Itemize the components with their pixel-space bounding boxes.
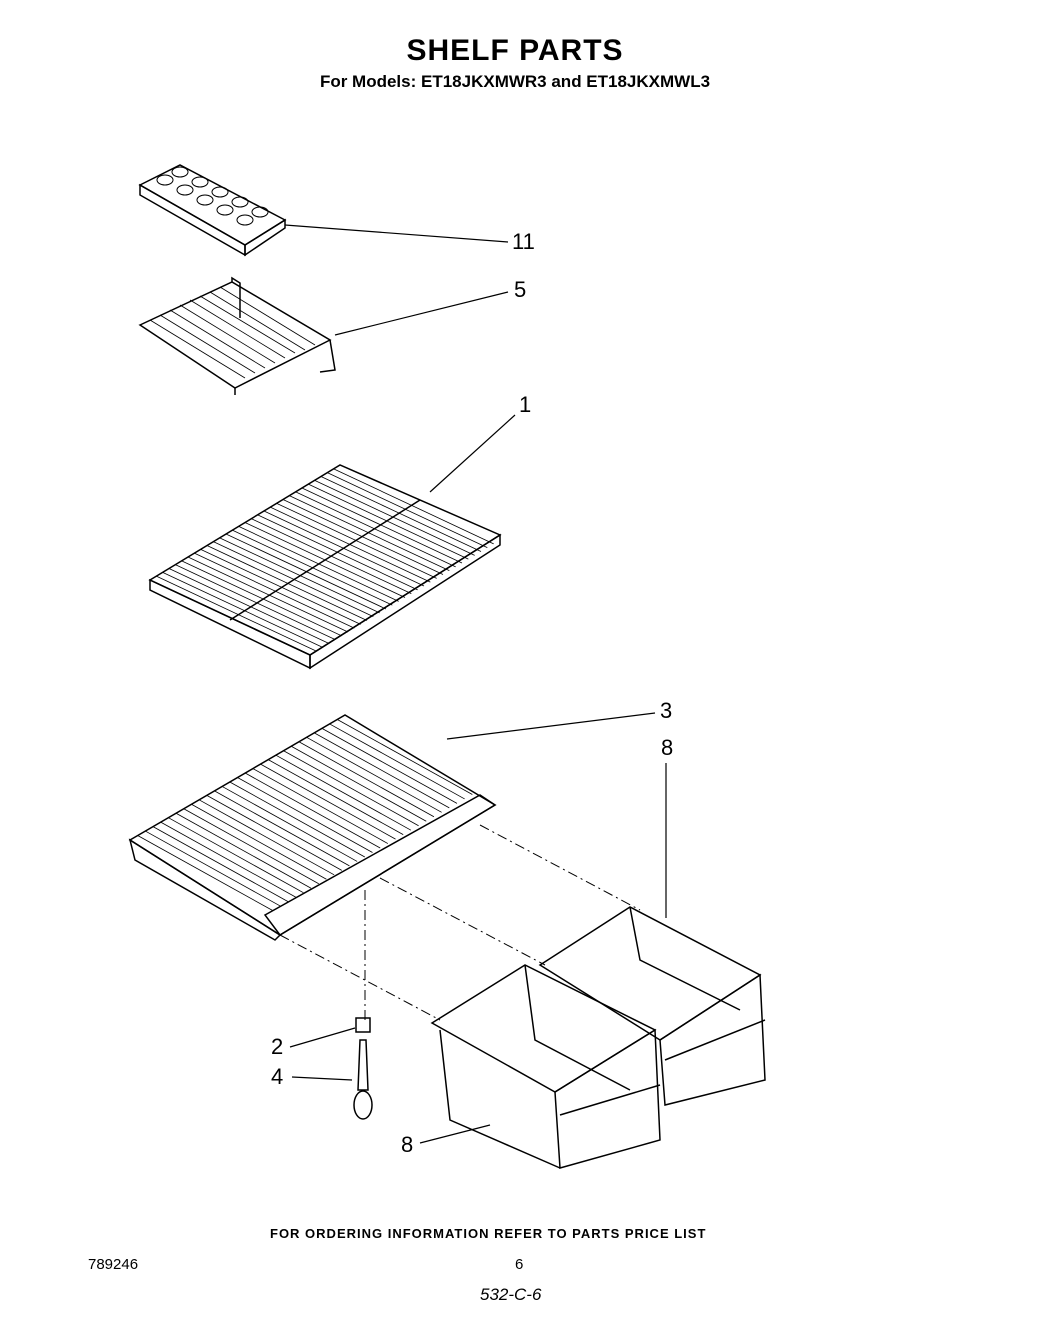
shelf-wire [291,745,427,822]
ordering-note: FOR ORDERING INFORMATION REFER TO PARTS … [270,1226,707,1241]
shelf-wire [219,537,380,614]
shelf-wire [251,518,412,595]
shelf-wire [282,499,444,575]
shelf-wire [289,495,450,572]
shelf-wire [263,510,425,587]
crisper-drawer-right [538,906,766,1106]
shelf-wire [221,786,358,862]
shelf-wire [152,826,289,902]
callout-3: 3 [660,698,673,723]
shelf-wire [306,736,442,813]
shelf-wire [137,835,273,911]
shelf-wire [145,830,281,907]
shelf-wire [168,817,304,894]
shelf-wire [275,754,412,831]
shelf-wire [181,560,342,637]
shelf-wire [162,571,323,648]
shelf-wire [206,795,342,871]
shelf-wire [252,768,389,844]
wire-shelf-part [148,464,502,670]
shelf-wire [301,487,463,564]
shelf-wire [244,772,381,849]
shelf-wire [225,533,387,610]
callout-4: 4 [271,1064,284,1089]
shelf-wire [175,564,336,641]
shelf-wire [320,476,482,552]
document-number: 789246 [88,1256,139,1273]
shelf-wire [200,548,361,625]
crisper-cover-part [128,714,497,941]
shelf-wire [314,732,450,809]
shelf-wire [232,529,393,606]
page-title: SHELF PARTS [406,34,624,67]
shelf-wire [198,799,335,876]
shelf-wire [237,777,373,853]
shelf-wire [327,472,488,549]
shelf-wire [321,728,458,804]
ice-tray-part [138,164,287,257]
shelf-wire [333,468,494,545]
freezer-shelf-part [138,276,336,395]
alignment-lines [279,824,641,1021]
shelf-wire [229,781,366,858]
shelf-wire [295,491,456,568]
shelf-wire [175,812,312,889]
callout-2: 2 [271,1034,284,1059]
callout-5: 5 [514,277,527,302]
shelf-wire [194,552,355,629]
shelf-wire [337,719,473,795]
shelf-wire [270,506,431,583]
callout-1: 1 [519,392,532,417]
shelf-wire [160,821,296,898]
shelf-wire [206,545,368,621]
shelf-wire [168,568,330,644]
shelf-wire [213,541,374,618]
shelf-wire [214,790,350,867]
shelf-wire [238,525,399,602]
shelf-wire [308,483,469,560]
handwritten-code: 532-C-6 [480,1285,542,1304]
shelf-wire [156,575,317,652]
shelf-support-part [355,1017,371,1033]
page-number: 6 [515,1256,524,1273]
shelf-wire [191,803,327,880]
crisper-drawer-left [430,964,661,1169]
shelf-wire [283,750,419,827]
leader-lines [284,224,667,1144]
shelf-wire [244,522,406,598]
shelf-wire [268,759,404,835]
shelf-wire [257,514,418,591]
shelf-wire [314,479,475,556]
screw-part [353,1039,373,1120]
callout-11: 11 [512,229,535,254]
shelf-wire [276,502,437,579]
callout-8-right: 8 [661,735,674,760]
shelf-wire [183,808,319,885]
callout-8-left: 8 [401,1132,414,1157]
shelf-wire [298,741,435,818]
models-subtitle: For Models: ET18JKXMWR3 and ET18JKXMWL3 [319,72,711,91]
shelf-wire [329,723,465,800]
shelf-wire [260,763,396,840]
shelf-wire [187,556,349,633]
